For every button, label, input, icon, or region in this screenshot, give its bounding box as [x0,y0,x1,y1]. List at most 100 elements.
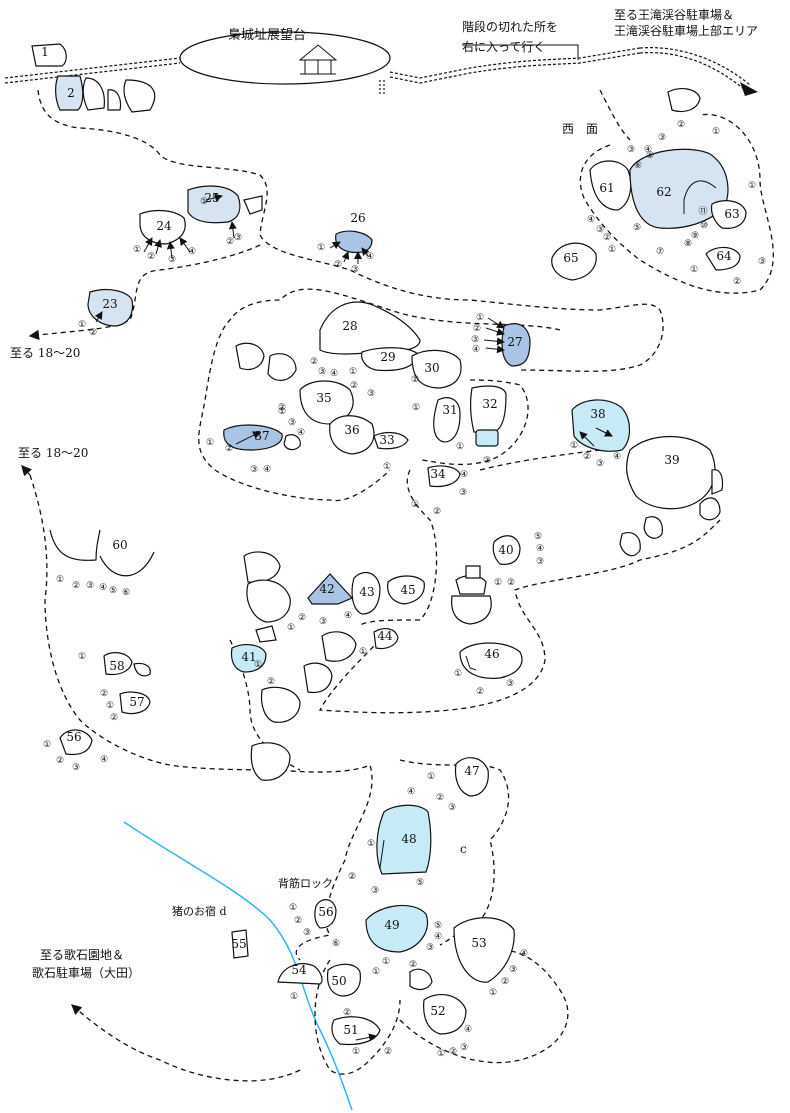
problem-marker: ④ [460,470,468,480]
problem-marker: ② [603,233,611,243]
problem-marker: ① [317,243,325,253]
problem-marker: ③ [351,265,359,275]
boulder-number-33: 33 [379,433,394,447]
problem-marker: ⑤ [434,921,442,931]
boulder-number-50: 50 [331,974,346,988]
problem-marker: ③ [758,257,766,267]
boulder-41 [230,644,267,673]
boulder-57 [119,691,151,715]
boulder-number-25: 25 [204,191,219,205]
boulder-36 [329,415,375,455]
boulder-number-49: 49 [384,918,399,932]
problem-marker: ① [411,375,419,385]
problem-marker: ① [476,313,484,323]
stairs-note-line2: 右に入って行く [462,40,546,54]
boulder-50 [326,963,361,997]
c-marker-label: c [460,842,467,856]
boulder-64 [705,246,741,271]
problem-marker: ① [494,578,502,588]
to-utaishi-line1: 至る歌石園地＆ [40,948,125,962]
back-muscle-rock-label: 背筋ロック [278,877,333,890]
boulder-number-45: 45 [400,583,415,597]
problem-marker: ③ [426,943,434,953]
problem-marker: ① [437,1049,445,1059]
problem-marker: ② [147,252,155,262]
boulder-number-2: 2 [67,86,75,100]
problem-marker: ③ [596,459,604,469]
problem-marker: ② [384,1047,392,1057]
observatory-area [179,31,391,85]
problem-marker: ② [343,1008,351,1018]
problem-marker: ② [449,1047,457,1057]
problem-marker: ① [290,992,298,1002]
boulder-number-47: 47 [464,764,479,778]
boulder-56a [314,899,337,929]
boulder-number-34: 34 [430,467,446,481]
problem-marker: ① [608,245,616,255]
problem-marker: ⑤ [646,151,654,161]
boulder-shapes [31,43,747,1046]
problem-marker: ③ [234,233,242,243]
forest-road [4,47,751,95]
boulder-number-37: 37 [254,429,269,443]
boulder-number-35: 35 [316,391,331,405]
to-parking-line2: 王滝渓谷駐車場上部エリア [614,24,759,38]
problem-marker: ⑧ [684,239,692,249]
problem-marker: ① [254,660,262,670]
problem-marker: ① [200,197,208,207]
problem-marker: ③ [627,145,635,155]
problem-marker: ④ [434,932,442,942]
boulder-number-55: 55 [231,937,246,951]
to-18-20-label-a: 至る 18～20 [10,346,81,360]
problem-marker: ① [412,403,420,413]
boulder-43 [351,571,381,615]
problem-marker: ① [206,438,214,448]
boulder-2-side-c [123,79,156,113]
problem-marker: ③ [460,1043,468,1053]
boulder-number-53: 53 [471,936,486,950]
problem-marker: ① [352,1047,360,1057]
boulder-number-65: 65 [563,251,578,265]
problem-marker: ② [56,756,64,766]
boulder-32 [470,385,507,433]
boulder-number-24: 24 [156,219,172,233]
problem-marker: ④ [99,583,107,593]
problem-marker: ② [278,403,286,413]
problem-marker: ⑥ [634,161,642,171]
boulder-52 [423,993,467,1035]
boulder-58-side [133,662,151,677]
stairs-note-pointer [462,44,579,60]
problem-marker: ③ [596,225,604,235]
trails [21,89,774,1082]
problem-marker: ③ [86,581,94,591]
boulder-40 [492,535,521,565]
problem-marker: ② [72,581,80,591]
problem-marker: ② [310,357,318,367]
problem-marker: ④ [644,145,652,155]
problem-marker: ① [56,575,64,585]
problem-marker: ① [106,701,114,711]
boulder-63 [710,200,747,229]
problem-marker: ③ [288,418,296,428]
problem-marker: ② [334,260,342,270]
boulder-47 [454,757,489,797]
problem-marker: ⑤ [416,878,424,888]
boulder-56b [59,729,93,756]
problem-marker: ② [733,277,741,287]
problem-marker: ① [43,740,51,750]
problem-marker: ③ [367,389,375,399]
problem-marker: ⑪ [698,206,707,217]
problem-marker: ② [110,713,118,723]
problem-marker: ④ [613,452,621,462]
problem-marker: ① [748,181,756,191]
boulder-number-30: 30 [424,361,439,375]
boulder-number-62: 62 [656,185,671,199]
boulder-54 [277,963,323,985]
problem-marker: ⑦ [656,247,664,257]
stairs-note-line1: 階段の切れた所を [462,20,559,34]
boulder-2-side-a [82,77,105,111]
problem-marker: ② [436,793,444,803]
problem-marker: ④ [330,369,338,379]
boulder-number-56: 56 [318,905,333,919]
boulder-65 [551,242,597,281]
